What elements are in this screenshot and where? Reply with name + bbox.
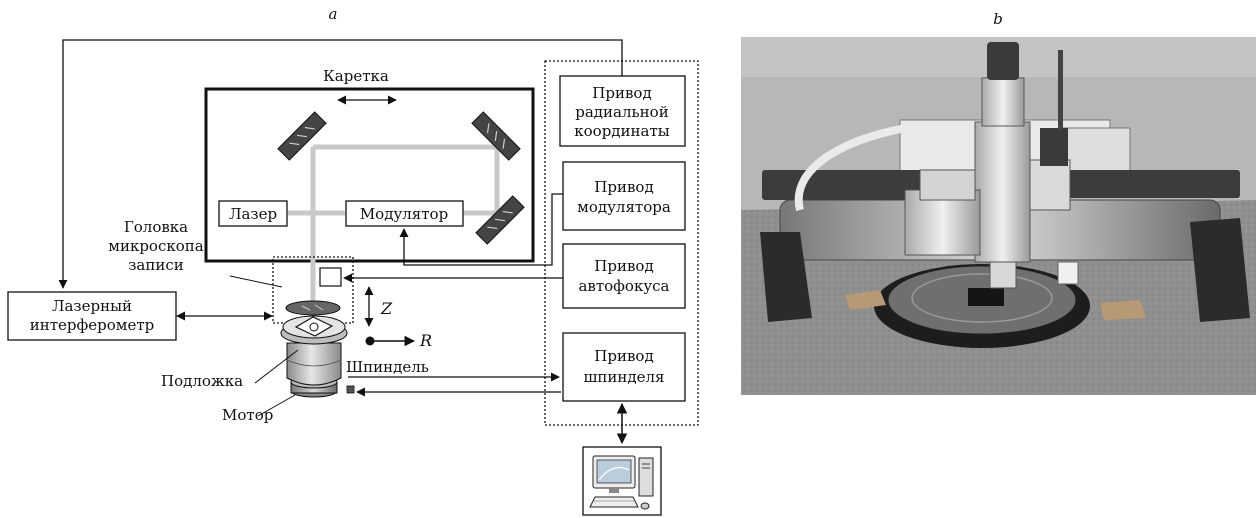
substrate-plate bbox=[294, 316, 334, 337]
head-label-line3: записи bbox=[128, 256, 184, 274]
interferometer-label-line1: Лазерный bbox=[52, 297, 132, 315]
mirror-bottom-right bbox=[475, 195, 525, 245]
radial-to-interferometer-line bbox=[58, 39, 623, 289]
modulator-control-line bbox=[399, 193, 563, 266]
motor-label: Мотор bbox=[222, 406, 273, 424]
objective-lens bbox=[285, 300, 341, 316]
carriage-frame bbox=[204, 87, 535, 263]
interferometer-label-line2: интерферометр bbox=[30, 316, 154, 334]
radial-drive-line2: радиальной bbox=[575, 103, 668, 121]
laser-label: Лазер bbox=[229, 205, 277, 223]
r-origin-dot bbox=[365, 336, 375, 346]
spindle-assembly bbox=[280, 315, 355, 398]
head-label-line2: микроскопа bbox=[108, 237, 203, 255]
panel-label-a: a bbox=[329, 5, 338, 23]
modulator-drive-box bbox=[562, 161, 686, 231]
apparatus-photo bbox=[741, 37, 1256, 395]
radial-drive-line3: координаты bbox=[574, 122, 670, 140]
head-label-line1: Головка bbox=[124, 218, 188, 236]
substrate-leader-line bbox=[254, 349, 299, 384]
radial-drive-box bbox=[559, 75, 686, 147]
modulator-label: Модулятор bbox=[360, 205, 448, 223]
modulator-drive-line2: модулятора bbox=[577, 198, 671, 216]
spindle-drive-line2: шпинделя bbox=[583, 368, 664, 386]
spindle-label: Шпиндель bbox=[346, 358, 429, 376]
radial-drive-line1: Привод bbox=[592, 84, 651, 102]
panel-label-b: b bbox=[993, 10, 1003, 28]
modulator-box bbox=[345, 200, 464, 227]
mirror-top-left bbox=[277, 111, 327, 161]
head-leader-line bbox=[229, 275, 283, 288]
interferometer-box bbox=[7, 291, 177, 341]
substrate-label: Подложка bbox=[161, 372, 243, 390]
autofocus-drive-box bbox=[562, 243, 686, 309]
motor-leader-line bbox=[257, 394, 296, 417]
beam-path bbox=[288, 144, 500, 312]
modulator-drive-line1: Привод bbox=[594, 178, 653, 196]
laser-box bbox=[218, 200, 288, 227]
mirror-top-right bbox=[471, 111, 521, 161]
z-label: Z bbox=[380, 299, 393, 318]
computer-icon bbox=[582, 446, 662, 516]
r-label: R bbox=[419, 331, 432, 350]
spindle-drive-line1: Привод bbox=[594, 347, 653, 365]
autofocus-drive-line1: Привод bbox=[594, 257, 653, 275]
autofocus-sensor bbox=[319, 267, 342, 287]
diagram-panel: Каретка Л bbox=[7, 39, 699, 516]
spindle-drive-box bbox=[562, 332, 686, 402]
autofocus-drive-line2: автофокуса bbox=[578, 277, 669, 295]
carriage-label: Каретка bbox=[323, 67, 389, 85]
